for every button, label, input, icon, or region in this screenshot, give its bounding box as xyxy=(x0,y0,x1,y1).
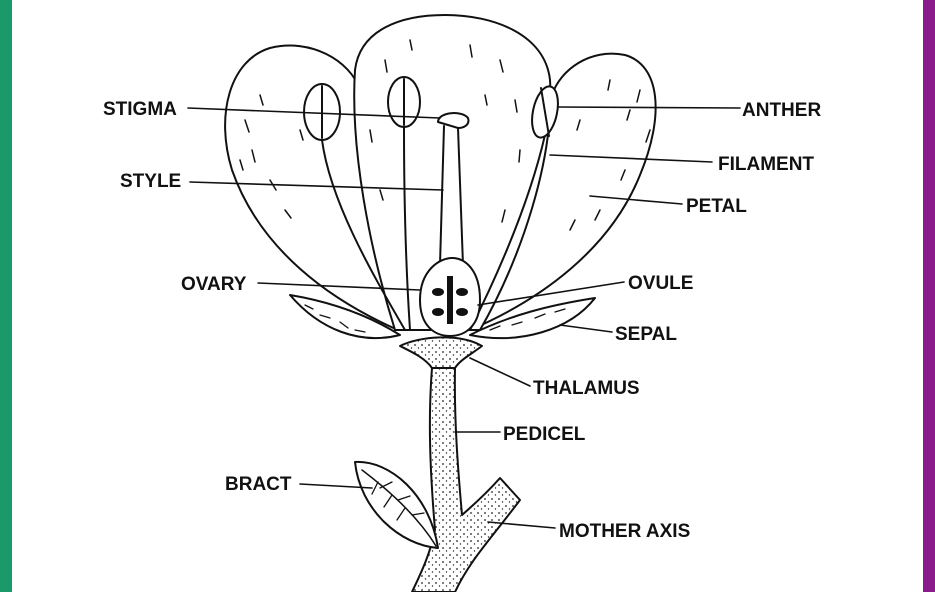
label-mother-axis: MOTHER AXIS xyxy=(559,521,690,542)
stigma-shape xyxy=(437,112,470,129)
label-style: STYLE xyxy=(120,171,181,192)
left-filament xyxy=(321,139,406,331)
bract-shape xyxy=(354,460,439,549)
leader-lines xyxy=(187,106,741,529)
center-filament xyxy=(403,127,411,331)
label-ovule: OVULE xyxy=(628,273,693,294)
label-petal: PETAL xyxy=(686,196,747,217)
label-bract: BRACT xyxy=(225,474,292,495)
left-sepal xyxy=(289,294,401,339)
label-filament: FILAMENT xyxy=(718,154,814,175)
label-thalamus: THALAMUS xyxy=(533,378,640,399)
right-filament xyxy=(469,134,546,331)
pedicel-shape xyxy=(411,367,521,592)
right-sepal xyxy=(469,297,596,339)
thalamus-shape xyxy=(399,336,483,369)
left-frame-border xyxy=(0,0,12,592)
style-shape xyxy=(439,125,464,266)
right-frame-border xyxy=(923,0,935,592)
label-sepal: SEPAL xyxy=(615,324,677,345)
ovules xyxy=(432,276,468,324)
label-ovary: OVARY xyxy=(181,274,247,295)
label-stigma: STIGMA xyxy=(103,99,177,120)
label-pedicel: PEDICEL xyxy=(503,424,586,445)
label-anther: ANTHER xyxy=(742,100,821,121)
